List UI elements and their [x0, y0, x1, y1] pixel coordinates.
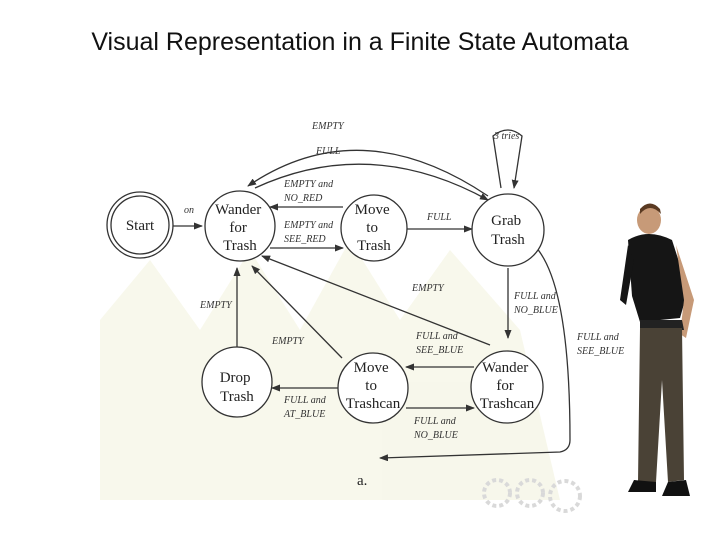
edge-label-full-seeblue-mid: FULL and SEE_BLUE [415, 331, 463, 356]
edge-label-3-tries: 3 tries [493, 131, 519, 142]
edges [168, 129, 571, 462]
edge-label-empty-wandercan: EMPTY [411, 283, 445, 294]
edge-label-full-top: FULL [315, 146, 341, 157]
edge-label-empty-nored: EMPTY and NO_RED [283, 179, 336, 204]
edge-label-empty-top: EMPTY [311, 121, 345, 132]
edge-label-full-atblue: FULL and AT_BLUE [283, 395, 328, 420]
state-wander-for-trashcan-label: Wander for Trashcan [480, 360, 535, 412]
state-wander-for-trash-label: Wander for Trash [215, 202, 265, 254]
state-move-to-trashcan-label: Move to Trashcan [346, 360, 401, 412]
presenter-figure [620, 203, 694, 496]
state-start-inner [110, 195, 170, 255]
edge-grab-to-wander-full [254, 163, 489, 201]
gear-icon [548, 479, 582, 513]
edge-label-on: on [184, 205, 194, 216]
state-grab-trash-label: Grab Trash [491, 213, 525, 248]
edge-label-full-noblue-grab: FULL and NO_BLUE [513, 291, 558, 316]
state-start-label: Start [126, 218, 155, 234]
edge-movecan-to-wander [251, 265, 343, 359]
edge-label-full-noblue-mid: FULL and NO_BLUE [413, 416, 458, 441]
state-move-to-trashcan [337, 352, 409, 424]
state-drop-trash [201, 346, 273, 418]
edge-grab-to-wander-empty [247, 149, 489, 197]
state-move-to-trash [340, 194, 408, 262]
edge-label-full-seeblue-right: FULL and SEE_BLUE [576, 332, 624, 357]
edge-grab-self-loop [492, 129, 523, 189]
state-drop-trash-label: Drop Trash [220, 370, 255, 405]
watermark-background [100, 240, 582, 513]
states [106, 190, 545, 424]
figure-caption: a. [357, 473, 367, 489]
state-grab-trash [471, 193, 545, 267]
edge-label-empty-movecan: EMPTY [271, 336, 305, 347]
slide-title: Visual Representation in a Finite State … [91, 28, 629, 56]
edge-label-empty-drop: EMPTY [199, 300, 233, 311]
state-wander-for-trash [204, 190, 276, 262]
edge-wandercan-to-wander [261, 255, 491, 346]
edge-grab-to-movecan-right [379, 243, 571, 462]
edge-label-full-move-grab: FULL [426, 212, 452, 223]
state-wander-for-trashcan [470, 350, 544, 424]
gear-icon [482, 478, 512, 508]
gear-icon [515, 478, 545, 508]
state-move-to-trash-label: Move to Trash [355, 202, 394, 254]
edge-label-empty-seered: EMPTY and SEE_RED [283, 220, 336, 245]
